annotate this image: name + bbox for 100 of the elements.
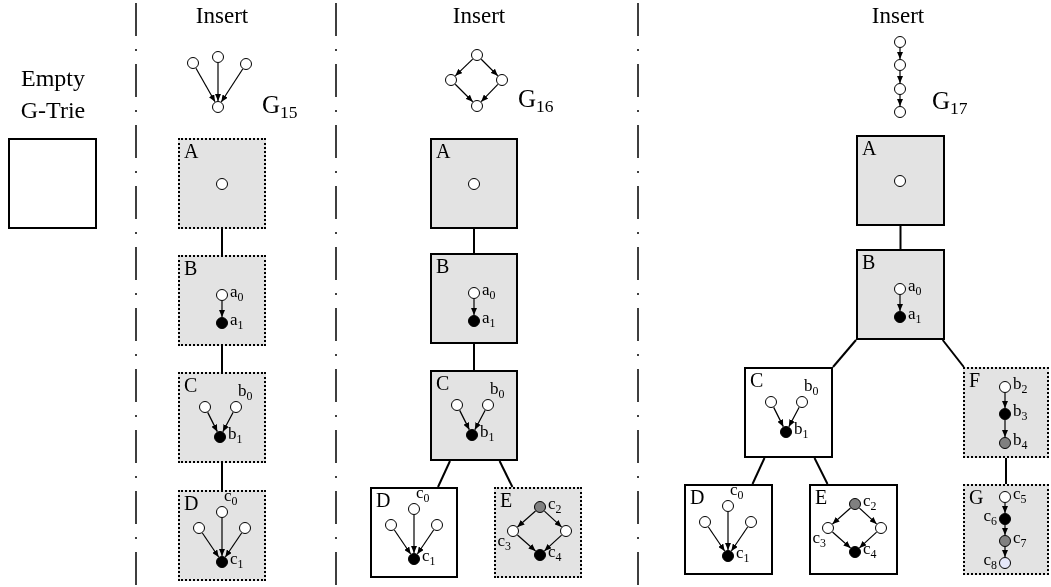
arrow (543, 510, 563, 528)
vertex-label: c$_{1}$ (736, 544, 750, 561)
arrow (416, 529, 435, 555)
trie-link (498, 460, 514, 488)
arrow (480, 83, 499, 103)
vertex-circle (216, 289, 228, 301)
arrow (454, 83, 474, 103)
vertex-circle (894, 59, 906, 71)
arrow (222, 411, 234, 433)
vertex-circle (468, 315, 480, 327)
arrow (897, 47, 903, 60)
trie-node-box (178, 138, 266, 229)
trie-node-box (809, 484, 898, 575)
vertex-circle (199, 401, 211, 413)
trie-link (1005, 457, 1007, 485)
trie-node-box (370, 487, 458, 578)
vertex-circle (239, 522, 251, 534)
node-letter: A (862, 138, 877, 158)
node-letter: A (436, 141, 451, 161)
vertex-circle (216, 317, 228, 329)
vertex-circle (451, 399, 463, 411)
vertex-circle (482, 399, 494, 411)
trie-link (221, 345, 223, 373)
vertex-circle (408, 553, 420, 565)
vertex-label: c$_{5}$ (1013, 485, 1027, 502)
vertex-circle (216, 178, 228, 190)
vertex-circle (849, 546, 861, 558)
vertex-circle (875, 522, 887, 534)
vertex-circle (431, 519, 443, 531)
arrow (516, 534, 537, 552)
arrow (831, 531, 852, 549)
arrow (220, 68, 244, 103)
vertex-circle (822, 522, 834, 534)
vertex-circle (780, 426, 792, 438)
vertex-label: c$_{0}$ (224, 487, 238, 504)
vertex-circle (216, 506, 228, 518)
vertex-circle (212, 101, 224, 113)
vertex-label: a$_{1}$ (482, 309, 496, 326)
arrow (773, 406, 784, 428)
panel-heading: Insert (451, 2, 507, 30)
vertex-label: c$_{4}$ (548, 543, 562, 560)
trie-link (221, 462, 223, 491)
trie-link (473, 343, 475, 371)
arrow (454, 58, 474, 77)
arrow (516, 510, 537, 528)
empty-trie-box (8, 138, 97, 229)
vertex-label: b$_{0}$ (804, 377, 819, 394)
vertex-circle (534, 549, 546, 561)
graph-name: G$_{15}$ (262, 90, 298, 122)
vertex-circle (507, 525, 519, 537)
node-letter: C (750, 370, 764, 390)
arrow (788, 406, 800, 428)
vertex-label: b$_{0}$ (238, 382, 253, 399)
vertex-circle (999, 491, 1011, 503)
arrow (707, 526, 726, 552)
vertex-label: c$_{6}$ (983, 507, 997, 524)
vertex-circle (468, 178, 480, 190)
vertex-circle (849, 498, 861, 510)
vertex-label: b$_{1}$ (794, 420, 809, 437)
trie-link (899, 225, 902, 250)
panel-heading: Insert (194, 2, 250, 30)
arrow (897, 294, 903, 312)
vertex-circle (230, 401, 242, 413)
vertex-circle (534, 501, 546, 513)
vertex-circle (765, 396, 777, 408)
trie-node-box (856, 249, 945, 340)
arrow (858, 507, 878, 525)
vertex-circle (999, 408, 1011, 420)
trie-link (941, 339, 965, 368)
panel-heading: Insert (870, 2, 926, 30)
vertex-circle (240, 58, 252, 70)
trie-node-box (744, 367, 833, 458)
vertex-label: c$_{0}$ (730, 481, 744, 498)
vertex-label: c$_{1}$ (422, 547, 436, 564)
graph-name: G$_{17}$ (932, 86, 968, 118)
node-letter: B (436, 256, 450, 276)
arrow (1002, 419, 1008, 438)
vertex-circle (385, 519, 397, 531)
graph-name: G$_{16}$ (518, 84, 554, 116)
arrow (215, 62, 221, 102)
vertex-circle (745, 516, 757, 528)
vertex-circle (722, 550, 734, 562)
trie-link (751, 457, 766, 485)
arrow (471, 298, 477, 316)
vertex-label: a$_{0}$ (482, 281, 496, 298)
trie-node-box (963, 367, 1049, 458)
arrow (543, 534, 563, 552)
arrow (897, 70, 903, 84)
vertex-label: b$_{4}$ (1013, 431, 1028, 448)
trie-node-box (430, 138, 518, 229)
arrow (858, 531, 878, 549)
vertex-label: a$_{0}$ (230, 283, 244, 300)
node-letter: B (184, 258, 198, 278)
vertex-label: a$_{0}$ (908, 277, 922, 294)
heading: Empty G-Trie (19, 64, 87, 126)
vertex-circle (894, 36, 906, 48)
vertex-circle (699, 516, 711, 528)
trie-node-box (178, 255, 266, 346)
trie-node-box (430, 253, 518, 344)
vertex-circle (894, 283, 906, 295)
